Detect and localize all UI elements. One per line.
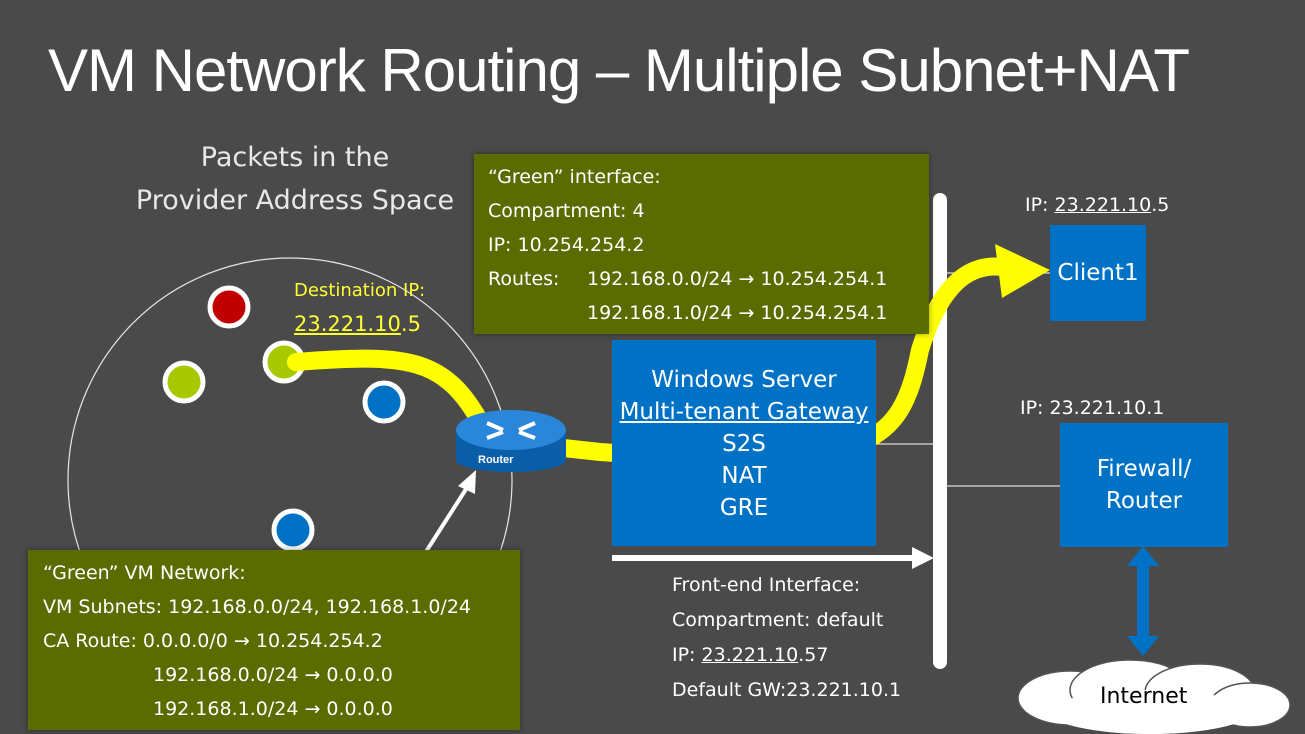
green-interface-box: “Green” interface: Compartment: 4 IP: 10…: [474, 154, 929, 334]
provider-space-line2: Provider Address Space: [135, 185, 455, 216]
destination-ip-label: Destination IP:: [294, 280, 426, 301]
green-vm-ca-route1-row: CA Route: 0.0.0.0/0 → 10.254.254.2: [43, 624, 520, 658]
firewall-line2: Router: [1105, 488, 1183, 514]
firewall-box: Firewall/ Router: [1060, 423, 1228, 547]
green-vm-subnets: VM Subnets: 192.168.0.0/24, 192.168.1.0/…: [43, 596, 472, 618]
slide-title: VM Network Routing – Multiple Subnet+NAT: [48, 37, 1190, 104]
green-interface-heading: “Green” interface:: [488, 166, 661, 188]
green-vm-dot: [162, 360, 206, 404]
routes-label: Routes:: [488, 268, 560, 290]
front-end-ip-underlined: 23.221.10: [701, 644, 799, 666]
front-end-heading: Front-end Interface:: [672, 574, 861, 596]
green-vm-ca-route2-row: 192.168.0.0/24 → 0.0.0.0: [43, 658, 520, 692]
front-end-compartment: Compartment: default: [672, 609, 884, 631]
front-end-arrowhead: [912, 547, 934, 569]
front-end-interface-text: Front-end Interface: Compartment: defaul…: [672, 568, 901, 708]
client1-ip-rest: .5: [1151, 194, 1170, 216]
packet-path-arrowhead: [995, 244, 1050, 298]
network-bus: [933, 193, 947, 669]
client1-ip-prefix: IP:: [1025, 194, 1055, 216]
ca-route-label: CA Route:: [43, 630, 137, 652]
gateway-line4: NAT: [721, 463, 767, 489]
front-end-gateway: Default GW:23.221.10.1: [672, 679, 902, 701]
green-vm-network-box: “Green” VM Network: VM Subnets: 192.168.…: [28, 550, 520, 730]
client1-box: Client1: [1050, 225, 1146, 321]
red-vm-dot: [207, 285, 251, 329]
green-interface-ip: IP: 10.254.254.2: [488, 234, 645, 256]
green-vm-heading: “Green” VM Network:: [43, 562, 246, 584]
firewall-line1: Firewall/: [1096, 456, 1192, 482]
vm-network-pointer-arrowhead: [458, 470, 476, 494]
green-vm-ca-route2: 192.168.0.0/24 → 0.0.0.0: [153, 664, 393, 686]
destination-ip-underlined: 23.221.10: [294, 312, 401, 336]
green-vm-ca-route3-row: 192.168.1.0/24 → 0.0.0.0: [43, 692, 520, 726]
provider-space-label: Packets in the Provider Address Space: [110, 136, 480, 222]
internet-cloud-icon: [1017, 659, 1291, 734]
blue-vm-dot-2: [271, 508, 315, 552]
gateway-box: Windows Server Multi-tenant Gateway S2S …: [612, 340, 876, 546]
green-vm-ca-route3: 192.168.1.0/24 → 0.0.0.0: [153, 698, 393, 720]
green-interface-route2-row: 192.168.1.0/24 → 10.254.254.1: [488, 296, 929, 330]
front-end-ip-prefix: IP:: [672, 644, 702, 666]
gateway-line3: S2S: [722, 431, 766, 457]
client1-ip-label: IP: 23.221.10.5: [1025, 194, 1169, 216]
green-interface-route1-row: Routes: 192.168.0.0/24 → 10.254.254.1: [488, 262, 929, 296]
firewall-ip-label: IP: 23.221.10.1: [1020, 397, 1165, 419]
destination-ip-value: 23.221.10.5: [294, 312, 421, 336]
green-interface-route2: 192.168.1.0/24 → 10.254.254.1: [587, 302, 888, 324]
gateway-line1: Windows Server: [651, 367, 837, 393]
provider-space-line1: Packets in the: [200, 142, 390, 173]
green-vm-ca-route1: 0.0.0.0/0 → 10.254.254.2: [142, 630, 383, 652]
green-interface-route1: 192.168.0.0/24 → 10.254.254.1: [587, 268, 888, 290]
gateway-line2: Multi-tenant Gateway: [619, 399, 869, 425]
front-end-ip: IP: 23.221.10.57: [672, 638, 901, 673]
blue-vm-dot: [362, 380, 406, 424]
internet-arrow-up: [1127, 546, 1159, 566]
client1-ip-underlined: 23.221.10: [1054, 194, 1152, 216]
green-interface-compartment: Compartment: 4: [488, 200, 645, 222]
front-end-ip-rest: .57: [798, 644, 829, 666]
destination-ip-rest: .5: [400, 312, 421, 336]
gateway-line5: GRE: [719, 495, 769, 521]
router-icon: [456, 410, 566, 472]
internet-arrow-down: [1127, 636, 1159, 656]
router-label: Router: [478, 454, 514, 466]
internet-label: Internet: [1100, 684, 1188, 709]
